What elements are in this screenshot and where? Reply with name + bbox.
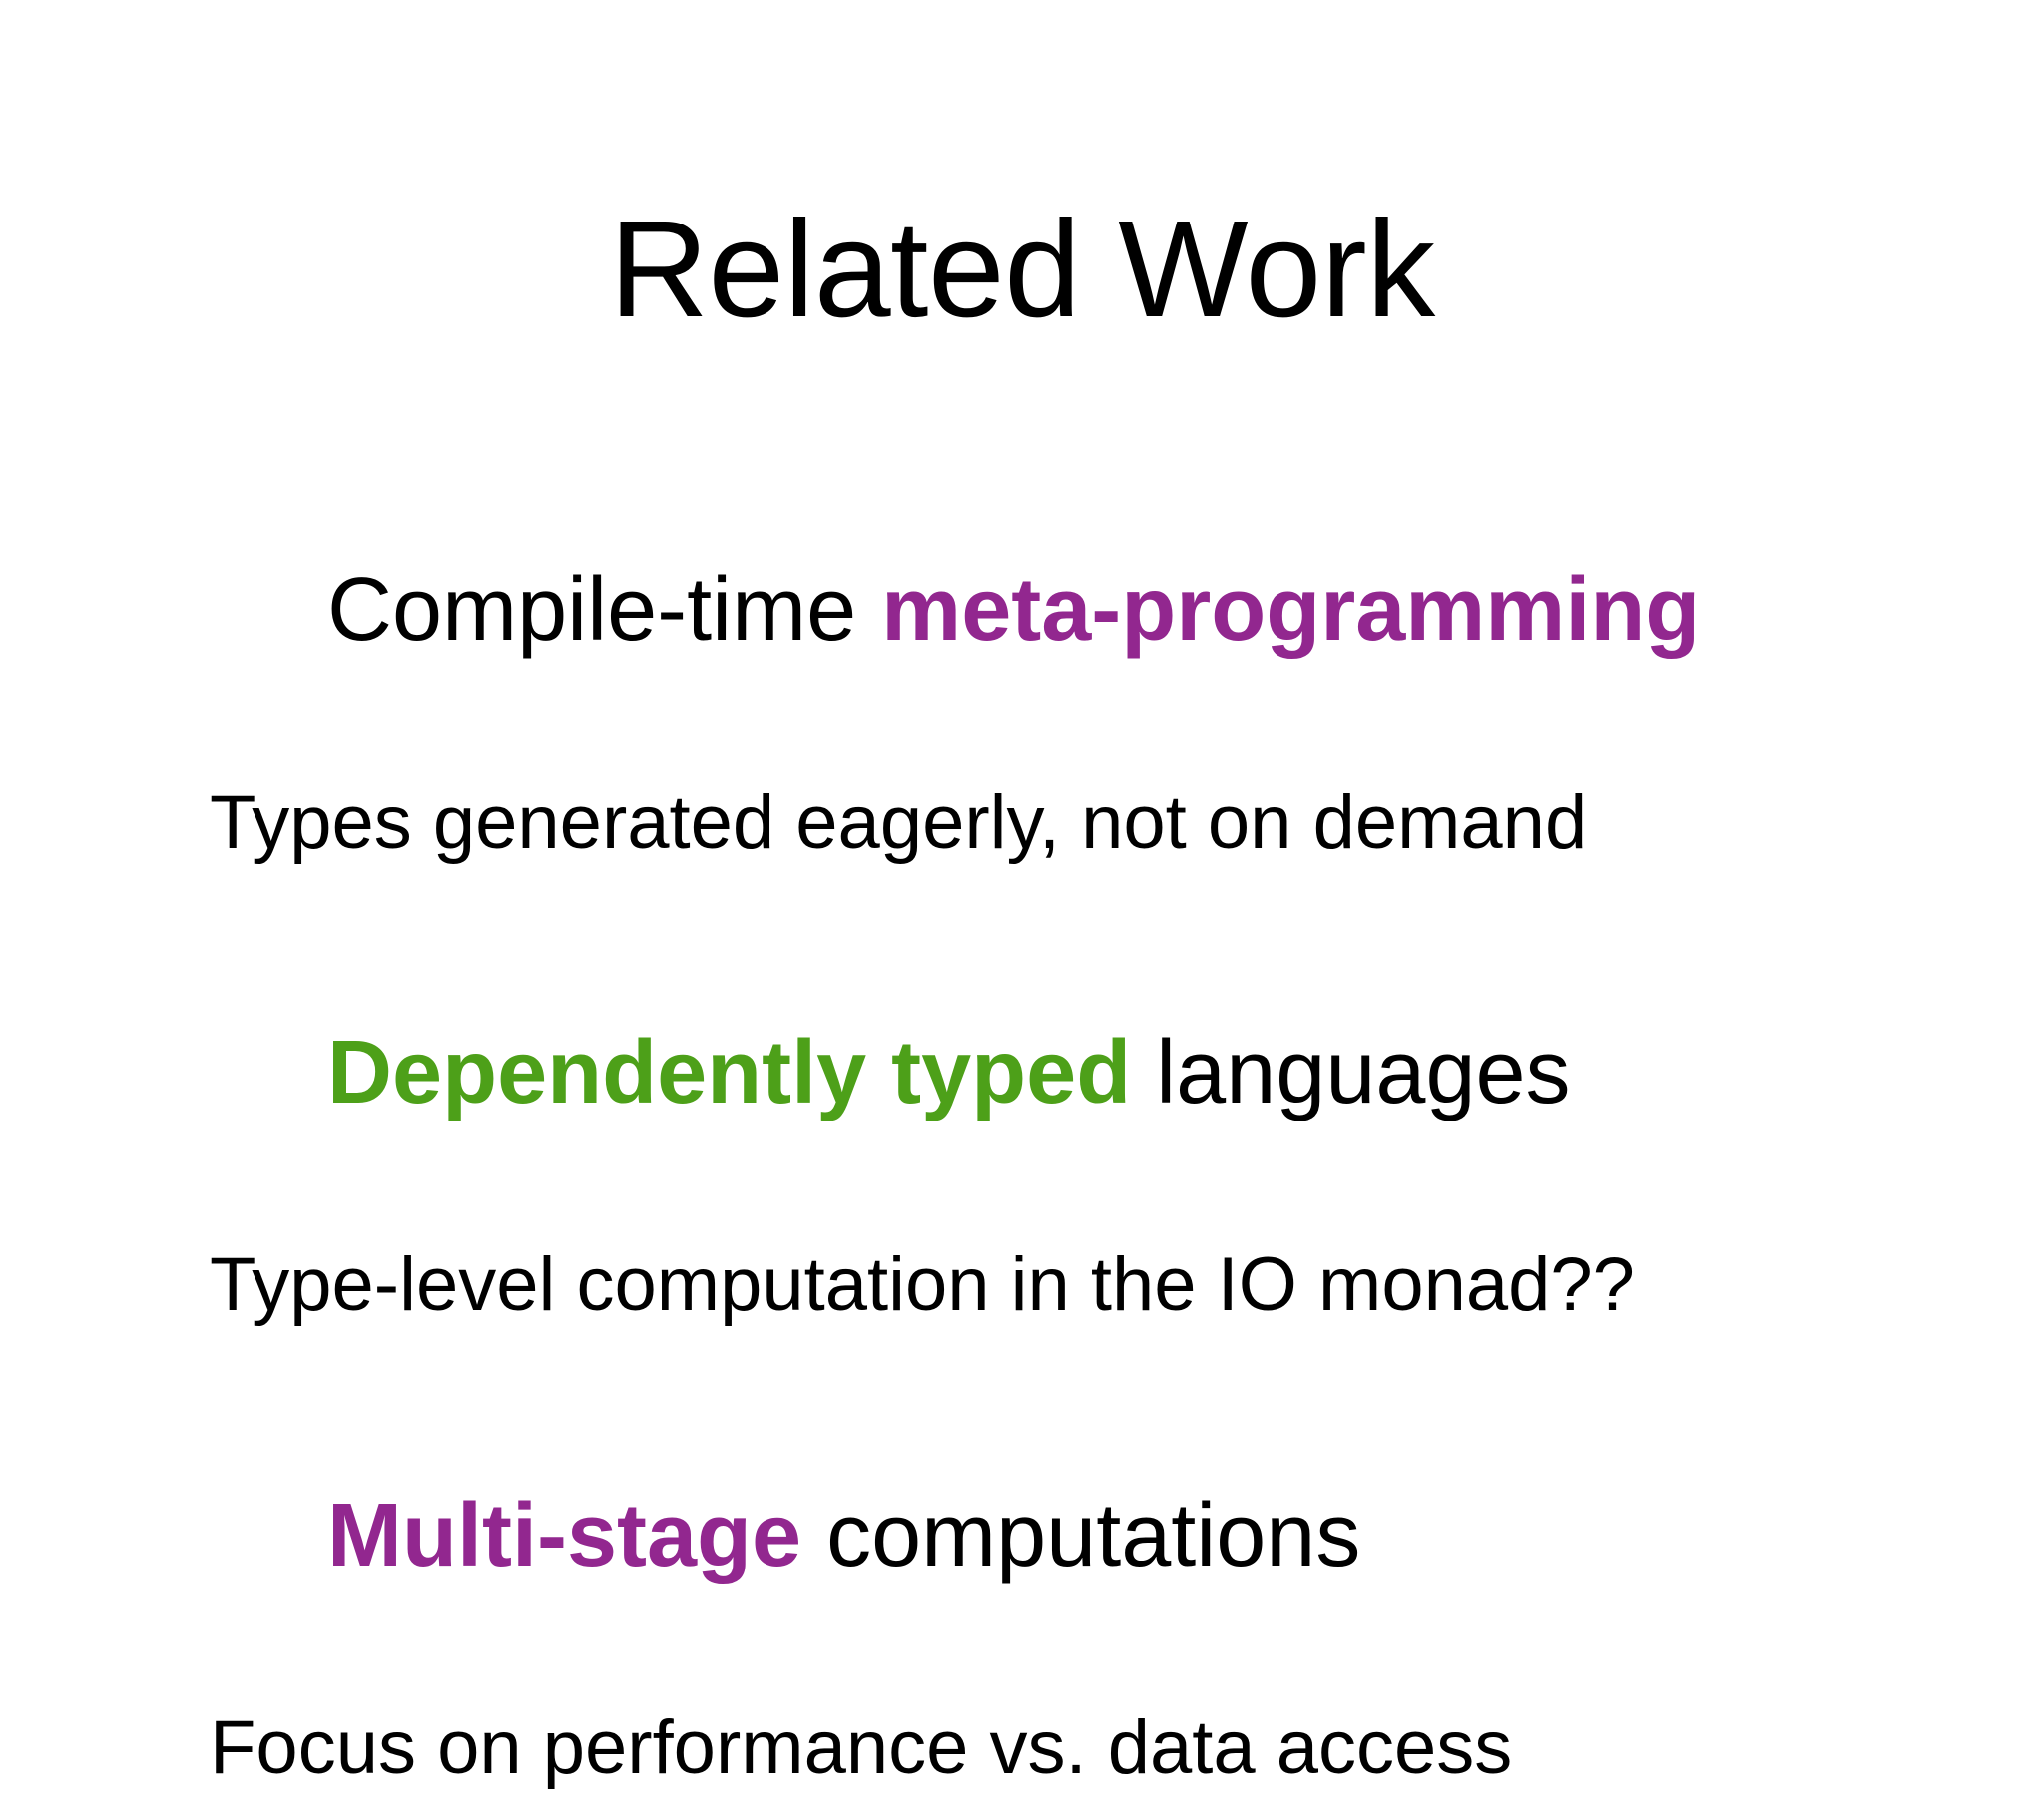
bullet-group: Compile-time meta-programming Types gene… [0,451,2044,868]
slide-body: Compile-time meta-programming Types gene… [0,451,2044,1793]
bullet-segment-emphasis: Dependently typed [327,1023,1131,1122]
bullet-level2: Types generated eagerly, not on demand [0,777,2044,868]
bullet-level1: Dependently typed languages [0,914,2044,1232]
slide-title: Related Work [0,196,2044,344]
bullet-level2: Focus on performance vs. data access [0,1702,2044,1793]
bullet-segment-plain: Compile-time [327,560,881,660]
bullet-level1: Multi-stage computations [0,1377,2044,1695]
bullet-segment-emphasis: meta-programming [881,560,1700,660]
bullet-group: Dependently typed languages Type-level c… [0,914,2044,1331]
bullet-level2: Type-level computation in the IO monad?? [0,1239,2044,1330]
bullet-level1: Compile-time meta-programming [0,451,2044,769]
bullet-group: Multi-stage computations Focus on perfor… [0,1377,2044,1793]
presentation-slide: Related Work Compile-time meta-programmi… [0,0,2044,1533]
bullet-segment-plain: computations [801,1486,1360,1585]
bullet-segment-emphasis: Multi-stage [327,1486,801,1585]
bullet-segment-plain: languages [1131,1023,1570,1122]
